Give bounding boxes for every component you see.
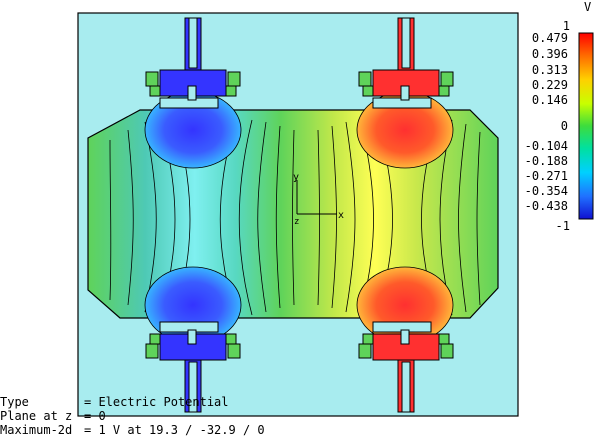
info-value: = Electric Potential	[84, 395, 229, 409]
colorbar-tick: 0.146	[531, 93, 568, 107]
info-value: = 1 V at 19.3 / -32.9 / 0	[84, 423, 265, 437]
info-key: Maximum-2d	[0, 423, 73, 437]
colorbar-min-label: -1	[555, 219, 570, 233]
axis-x-label: x	[338, 210, 344, 221]
colorbar	[578, 32, 594, 220]
electrode-bottom-left	[145, 321, 241, 413]
colorbar-tick: -0.104	[524, 139, 568, 153]
info-row-type: Type = Electric Potential	[0, 395, 229, 409]
colorbar-tick: 0.479	[531, 31, 568, 45]
info-key: Type	[0, 395, 29, 409]
colorbar-max-label: 1	[562, 19, 570, 33]
colorbar-tick: 0.229	[531, 78, 568, 92]
electrode-top-right	[358, 17, 454, 109]
colorbar-tick: -0.188	[524, 154, 568, 168]
colorbar-tick: 0.396	[531, 47, 568, 61]
colorbar-tick: -0.271	[524, 169, 568, 183]
colorbar-unit: V	[584, 0, 592, 14]
colorbar-tick: -0.438	[524, 199, 568, 213]
axes-glyph	[296, 180, 337, 215]
colorbar-tick: 0.313	[531, 63, 568, 77]
axis-z-label: z	[294, 217, 299, 227]
info-row-plane: Plane at z = 0	[0, 409, 106, 423]
axis-y-label: y	[293, 172, 299, 183]
info-value: = 0	[84, 409, 106, 423]
colorbar-tick: 0	[560, 119, 568, 133]
colorbar-tick: -0.354	[524, 184, 568, 198]
electrode-bottom-right	[358, 321, 454, 413]
info-row-maximum: Maximum-2d = 1 V at 19.3 / -32.9 / 0	[0, 423, 265, 437]
electrode-top-left	[145, 17, 241, 109]
info-key: Plane at z	[0, 409, 73, 423]
